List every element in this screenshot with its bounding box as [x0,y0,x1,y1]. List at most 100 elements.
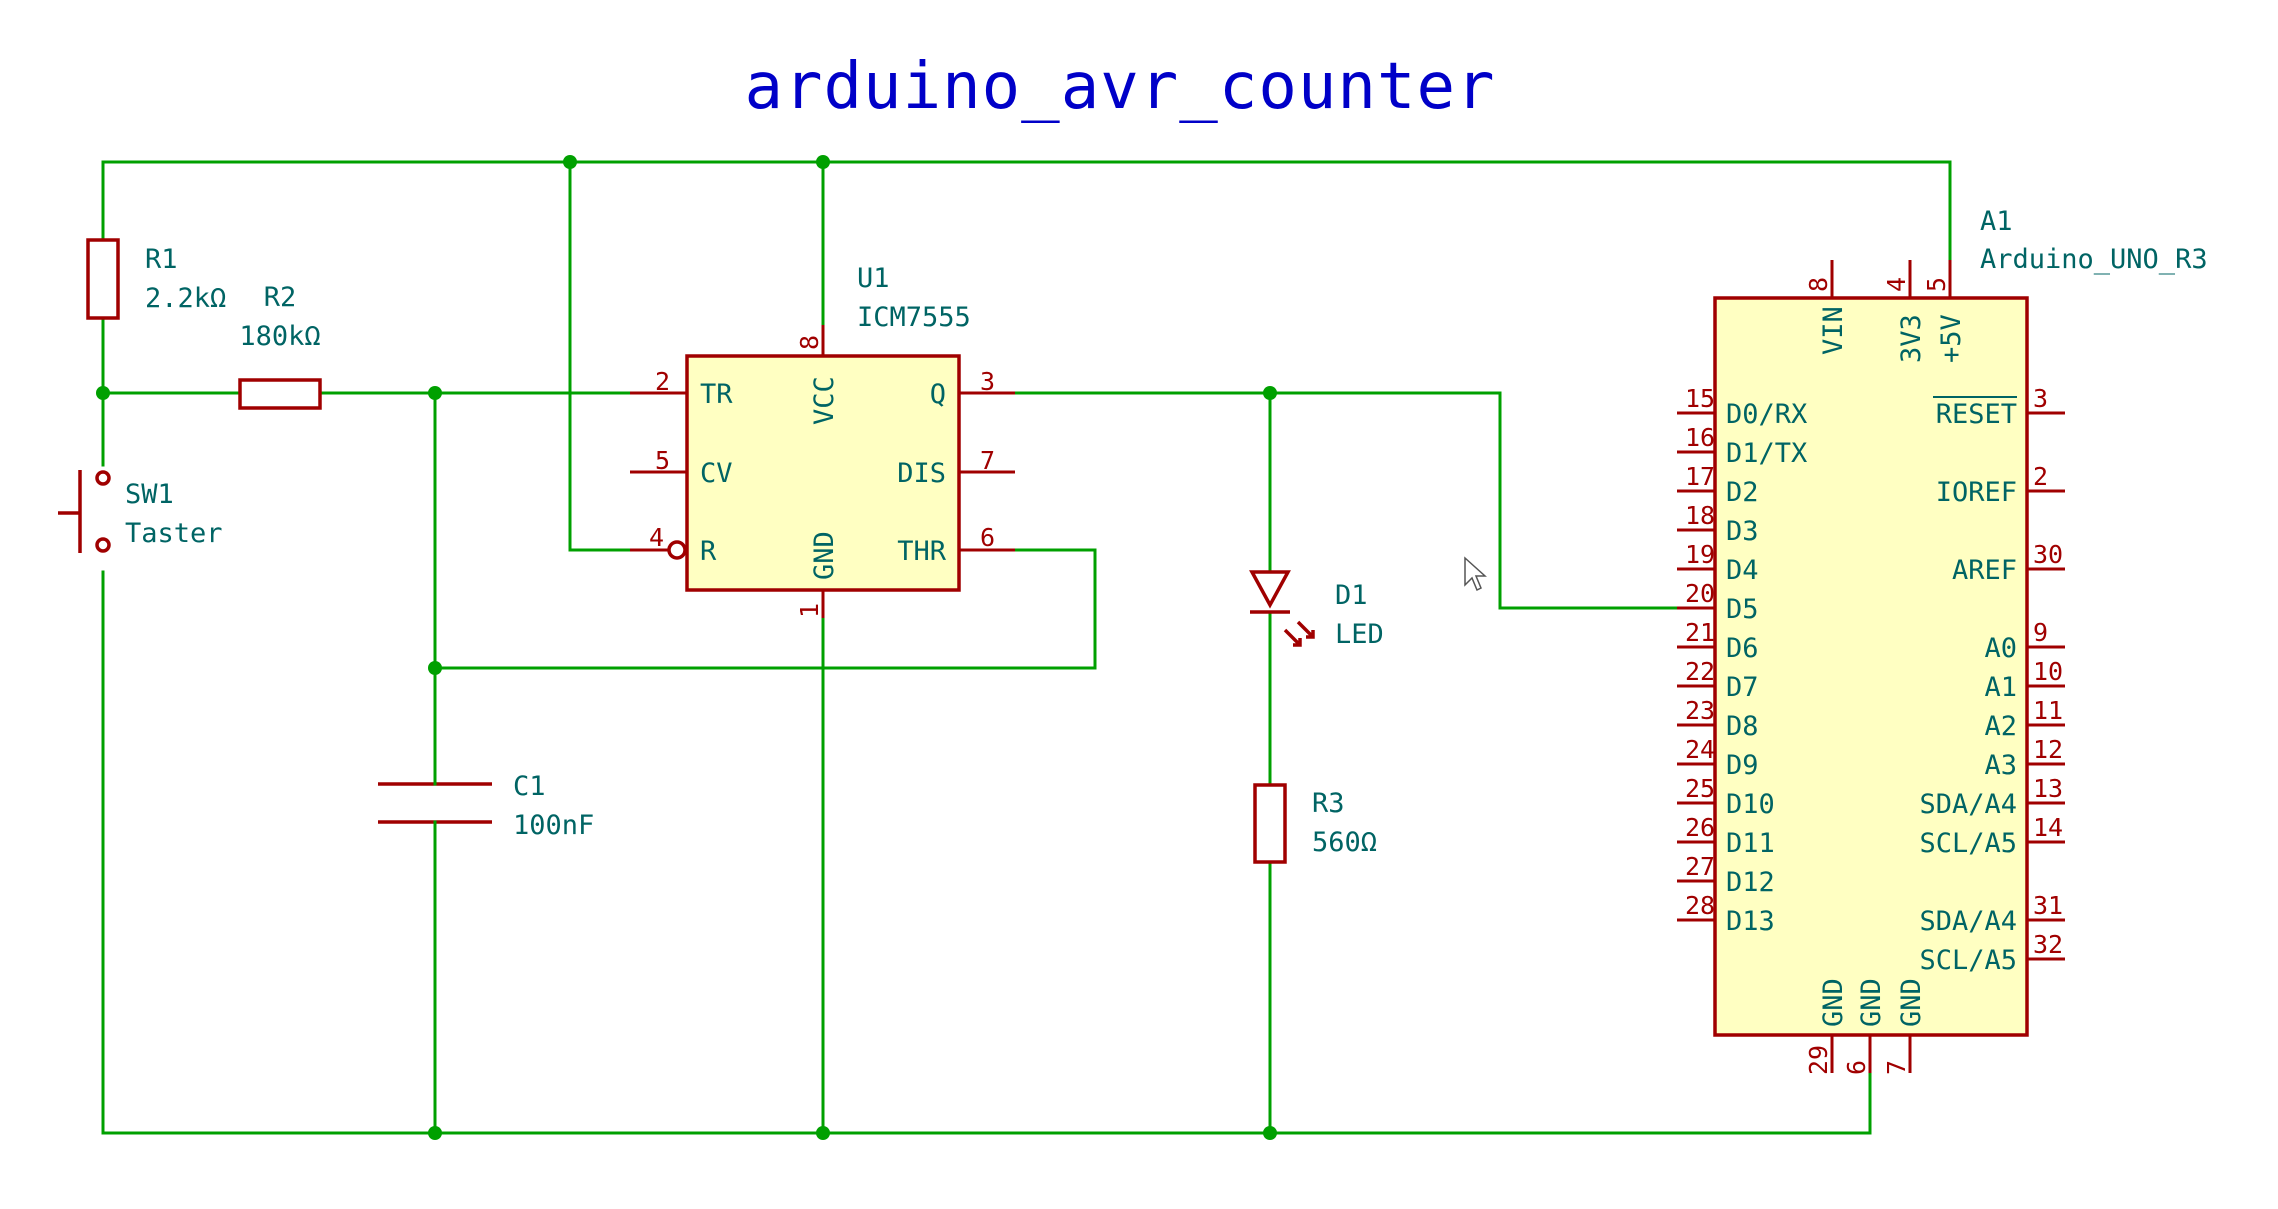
a1-left-pin-num: 22 [1685,657,1715,686]
junction-dot [428,1126,442,1140]
a1-right-pin-name: RESET [1936,399,2017,430]
a1-left-pin-num: 18 [1685,501,1715,530]
arduino-a1-body [1713,296,2029,1037]
led-arrow [1296,620,1315,639]
a1-right-pin-name: A2 [1984,711,2017,742]
schematic-title: arduino_avr_counter [744,50,1495,124]
capacitor-c1[interactable]: C1 100nF [378,707,594,857]
a1-right-pin-name: IOREF [1936,477,2017,508]
arduino-a1[interactable]: A1 Arduino_UNO_R3 8 4 5 VIN 3V3 +5V 15D0… [1677,206,2208,1075]
a1-bottom-pin-name: GND [1818,978,1849,1027]
d1-ref: D1 [1335,580,1368,611]
u1-pin-name: GND [809,531,840,580]
a1-bottom-pin-num: 29 [1804,1045,1833,1075]
a1-right-pin-num: 9 [2033,618,2048,647]
u1-pin-num: 4 [649,523,664,552]
a1-value: Arduino_UNO_R3 [1980,244,2208,275]
a1-right-pin-num: 32 [2033,930,2063,959]
a1-right-pin-num: 14 [2033,813,2063,842]
a1-left-pin-name: D10 [1726,789,1775,820]
u1-pin-num: 8 [795,335,824,350]
u1-pin-num: 7 [980,446,995,475]
a1-top-pin-name: VIN [1818,306,1849,355]
junction-dot [428,661,442,675]
u1-pin-name: Q [930,379,946,410]
u1-pin-num: 6 [980,523,995,552]
a1-left-pin-num: 23 [1685,696,1715,725]
a1-bottom-pin-name: GND [1896,978,1927,1027]
junctions [96,155,1277,1140]
a1-right-pins: 3RESET2IOREF30AREF9A010A111A212A313SDA/A… [1919,384,2065,976]
a1-top-pin-num: 5 [1922,277,1951,292]
a1-right-pin-name: SDA/A4 [1919,906,2017,937]
a1-left-pin-name: D2 [1726,477,1759,508]
a1-right-pin-name: SDA/A4 [1919,789,2017,820]
a1-right-pin-num: 3 [2033,384,2048,413]
u1-pin-name: CV [700,458,733,489]
a1-top-pin-name: +5V [1936,314,1967,363]
a1-left-pin-name: D9 [1726,750,1759,781]
u1-pin-name: TR [700,379,733,410]
sw1-ref: SW1 [125,479,174,510]
u1-pin-name: THR [897,536,947,567]
led-arrow [1283,628,1302,647]
r2-ref: R2 [264,282,297,313]
resistor-r1-body [86,238,120,320]
a1-right-pin-num: 2 [2033,462,2048,491]
a1-left-pin-name: D6 [1726,633,1759,664]
a1-right-pin-num: 10 [2033,657,2063,686]
switch-contact [95,470,111,486]
resistor-r2-body [238,378,322,410]
ic-u1[interactable]: 2 5 4 8 1 3 7 6 TR CV R VCC GND Q DIS TH… [630,263,1015,618]
resistor-r3[interactable]: R3 560Ω [1253,783,1377,864]
a1-right-pin-name: A0 [1984,633,2017,664]
a1-left-pin-num: 27 [1685,852,1715,881]
resistor-r3-body [1253,783,1287,864]
a1-right-pin-num: 12 [2033,735,2063,764]
u1-pin-name: R [700,536,717,567]
c1-value: 100nF [513,810,594,841]
a1-left-pin-name: D12 [1726,867,1775,898]
a1-right-pin-name: A3 [1984,750,2017,781]
d1-value: LED [1335,619,1384,650]
switch-contact [95,537,111,553]
junction-dot [563,155,577,169]
a1-right-pin-num: 11 [2033,696,2063,725]
a1-left-pin-name: D5 [1726,594,1759,625]
junction-dot [1263,1126,1277,1140]
a1-left-pin-num: 25 [1685,774,1715,803]
a1-left-pin-name: D1/TX [1726,438,1807,469]
a1-bottom-pin-num: 7 [1882,1060,1911,1075]
a1-bottom-pin-num: 6 [1842,1060,1871,1075]
a1-left-pin-num: 19 [1685,540,1715,569]
a1-top-pin-num: 4 [1882,277,1911,292]
a1-left-pin-name: D4 [1726,555,1759,586]
sw1-value: Taster [125,518,223,549]
a1-left-pin-num: 21 [1685,618,1715,647]
a1-left-pin-name: D7 [1726,672,1759,703]
a1-right-pin-name: AREF [1952,555,2017,586]
r1-ref: R1 [145,244,178,275]
a1-ref: A1 [1980,206,2013,237]
a1-right-pin-num: 13 [2033,774,2063,803]
a1-left-pin-name: D3 [1726,516,1759,547]
a1-top-pin-name: 3V3 [1896,314,1927,363]
junction-dot [1263,386,1277,400]
a1-right-pin-name: SCL/A5 [1919,828,2017,859]
u1-pin-num: 1 [795,603,824,618]
a1-left-pin-name: D0/RX [1726,399,1807,430]
r2-value: 180kΩ [239,321,320,352]
led-d1[interactable]: D1 LED [1249,570,1384,650]
a1-right-pin-name: A1 [1984,672,2017,703]
inverted-pin-bubble [667,540,687,560]
resistor-r2[interactable]: R2 180kΩ [238,282,322,410]
a1-right-pin-num: 31 [2033,891,2063,920]
a1-left-pin-num: 20 [1685,579,1715,608]
a1-left-pin-num: 17 [1685,462,1715,491]
u1-ref: U1 [857,263,890,294]
resistor-r1[interactable]: R1 2.2kΩ [86,238,226,320]
switch-sw1[interactable]: SW1 Taster [58,470,223,553]
junction-dot [96,386,110,400]
r3-value: 560Ω [1312,827,1377,858]
